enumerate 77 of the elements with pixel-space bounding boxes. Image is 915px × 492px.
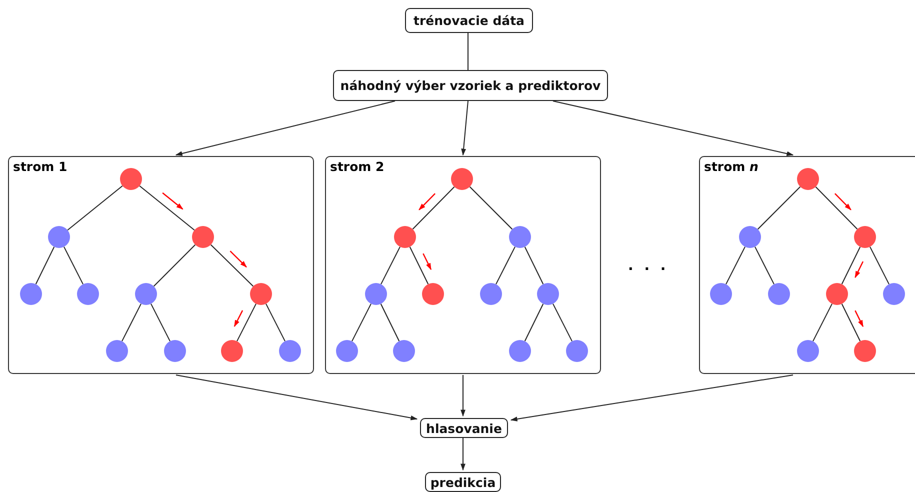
tree-node-circle bbox=[450, 168, 473, 190]
tree-node-circle bbox=[48, 226, 70, 248]
arrow bbox=[510, 374, 794, 422]
tree-node-circle bbox=[796, 340, 819, 362]
process-box: náhodný výber vzoriek a prediktorov bbox=[333, 70, 608, 101]
arrow bbox=[460, 438, 466, 471]
tree-node-circle bbox=[536, 282, 559, 305]
tree-panel bbox=[325, 156, 601, 374]
connector-line bbox=[35, 246, 55, 285]
tree-node-circle bbox=[854, 226, 876, 248]
tree-node-circle bbox=[768, 282, 790, 305]
connector-line bbox=[841, 303, 861, 342]
tree-node-circle bbox=[364, 282, 387, 305]
tree-node-circle bbox=[508, 340, 531, 362]
connector-line bbox=[150, 303, 170, 342]
process-box: predikcia bbox=[425, 472, 501, 492]
process-box: trénovacie dáta bbox=[405, 8, 533, 33]
tree-node-circle bbox=[250, 282, 272, 305]
tree-node-circle bbox=[422, 282, 444, 305]
connector-line bbox=[352, 303, 372, 342]
tree-node-circle bbox=[120, 168, 142, 190]
tree-node-circle bbox=[566, 340, 588, 362]
arrow bbox=[552, 100, 794, 156]
tree-panel bbox=[699, 156, 915, 374]
tree-node-circle bbox=[796, 168, 819, 190]
tree-node-circle bbox=[508, 226, 531, 248]
connector-line bbox=[64, 246, 84, 285]
connector-line bbox=[812, 303, 832, 342]
tree-node-circle bbox=[336, 340, 358, 362]
connector-line bbox=[380, 246, 400, 285]
ellipsis-text: . . . bbox=[628, 258, 669, 274]
connector-line bbox=[67, 185, 123, 231]
connector-line bbox=[409, 246, 429, 285]
connector-line bbox=[210, 244, 254, 287]
tree-node-circle bbox=[106, 340, 128, 362]
connector-line bbox=[266, 303, 286, 342]
arrow bbox=[460, 374, 466, 417]
tree-node-circle bbox=[710, 282, 732, 305]
tree-node-circle bbox=[192, 226, 214, 248]
arrow bbox=[176, 374, 418, 420]
connector-line bbox=[380, 303, 400, 342]
panel-title: strom 2 bbox=[330, 159, 384, 174]
tree-node-circle bbox=[392, 340, 415, 362]
connector-line bbox=[412, 186, 455, 230]
connector-line bbox=[524, 303, 544, 342]
connector-line bbox=[815, 186, 858, 230]
connector-line bbox=[153, 244, 196, 287]
panel-title: strom 1 bbox=[13, 159, 68, 174]
tree-node-circle bbox=[480, 282, 502, 305]
connector-line bbox=[524, 246, 544, 285]
connector-line bbox=[726, 246, 746, 285]
tree-node-circle bbox=[738, 226, 761, 248]
tree-node-circle bbox=[76, 282, 99, 305]
arrow bbox=[461, 100, 468, 156]
connector-line bbox=[139, 185, 195, 231]
process-box: hlasovanie bbox=[420, 418, 508, 438]
tree-node-circle bbox=[20, 282, 42, 305]
tree-panel bbox=[8, 156, 314, 374]
tree-node-circle bbox=[220, 340, 243, 362]
connector-line bbox=[236, 303, 256, 342]
tree-node-circle bbox=[134, 282, 157, 305]
tree-node-circle bbox=[826, 282, 848, 305]
connector-line bbox=[841, 246, 861, 285]
connector-line bbox=[870, 246, 890, 285]
connector-line bbox=[469, 186, 513, 230]
panel-title: strom n bbox=[704, 159, 758, 174]
tree-node-circle bbox=[882, 282, 905, 305]
tree-node-circle bbox=[854, 340, 876, 362]
connector-line bbox=[754, 246, 774, 285]
connector-line bbox=[552, 303, 572, 342]
connector-line bbox=[496, 246, 516, 285]
tree-node-circle bbox=[278, 340, 301, 362]
tree-node-circle bbox=[164, 340, 186, 362]
arrow bbox=[175, 100, 396, 156]
connector-line bbox=[757, 186, 801, 230]
connector-line bbox=[122, 303, 142, 342]
tree-node-circle bbox=[394, 226, 416, 248]
